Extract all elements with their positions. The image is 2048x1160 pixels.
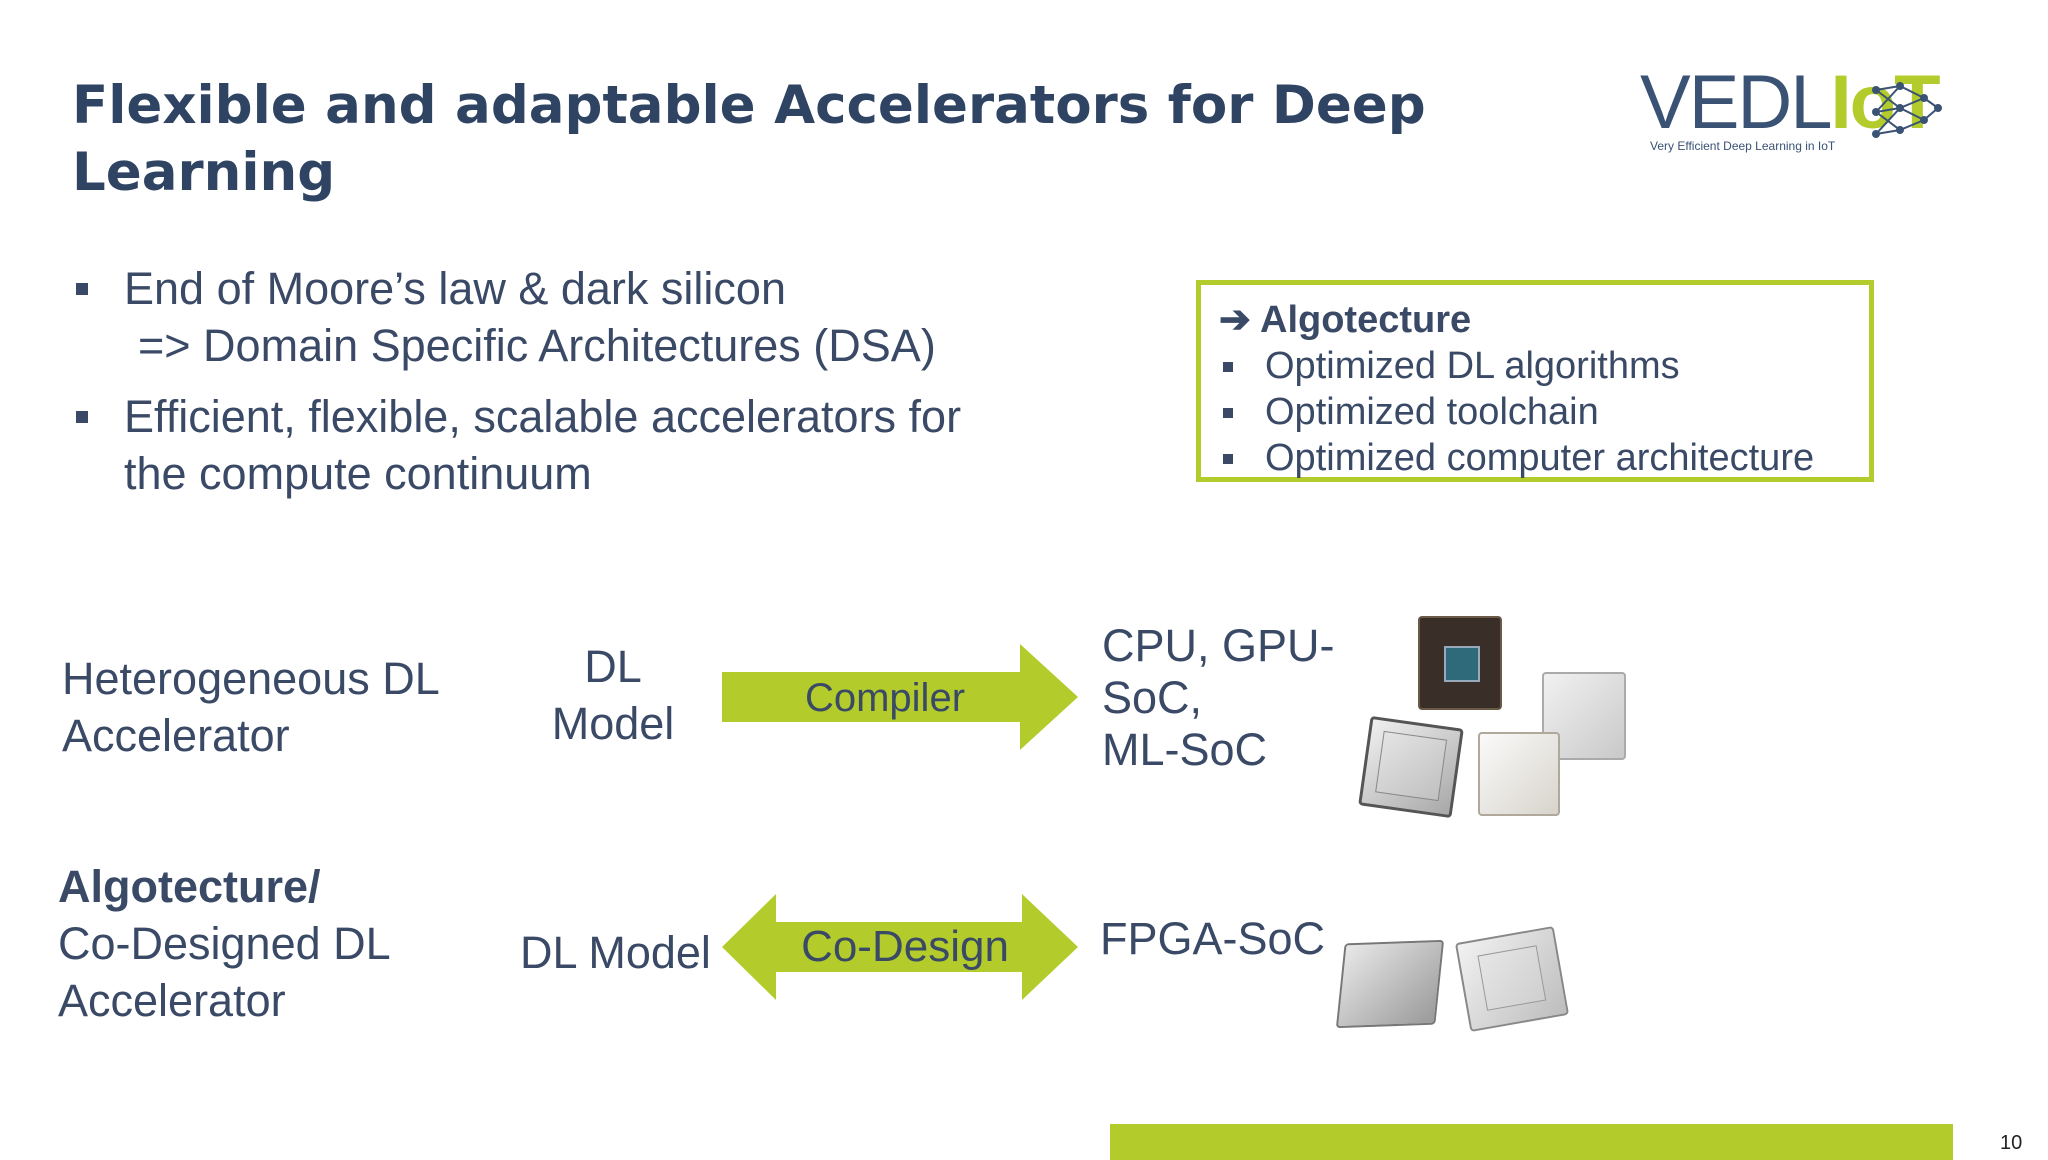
co-design-double-arrow [722,894,1078,1000]
title-line-2: Learning [72,142,336,203]
right-arrow-icon: ➔ [1219,299,1260,341]
logo-tagline: Very Efficient Deep Learning in IoT [1650,139,1836,153]
bullet-square-icon [76,283,88,295]
list-item: Optimized computer architecture [1219,435,1869,481]
page-number: 10 [2000,1132,2023,1154]
fpga-soc-label: FPGA-SoC [1100,913,1326,964]
virtex-chip-image [1454,926,1570,1032]
list-item: Optimized DL algorithms [1219,343,1869,389]
dl-model-label-2: DL Model [520,927,711,978]
intel-xeon-chip-image [1358,715,1464,819]
bullet-item: Efficient, flexible, scalable accelerato… [72,388,1072,502]
list-item: Optimized toolchain [1219,389,1869,435]
bullet-item: End of Moore’s law & dark silicon => Dom… [72,260,1072,374]
network-icon [1872,82,1942,138]
compiler-label: Compiler [804,676,966,720]
cpu-gpu-soc-label: CPU, GPU-SoC,ML-SoC [1102,620,1335,775]
bullet-list: End of Moore’s law & dark silicon => Dom… [72,260,1072,502]
gpu-chip-image [1418,616,1502,710]
compiler-arrow [722,644,1078,750]
zynq-chip-image [1335,939,1445,1029]
soc-chip-image [1478,732,1560,816]
bullet-square-icon [76,411,88,423]
footer-accent-bar [1110,1124,1953,1160]
co-design-label: Co-Design [801,922,1009,971]
title-line-1: Flexible and adaptable Accelerators for … [72,75,1426,136]
slide-title: Flexible and adaptable Accelerators for … [72,72,1552,206]
vedliot-logo: VEDLIoT Very Efficient Deep Learning in … [1640,62,1942,162]
algotecture-heading: ➔ Algotecture [1219,299,1472,341]
algotecture-box: ➔ Algotecture Optimized DL algorithms Op… [1196,280,1874,482]
